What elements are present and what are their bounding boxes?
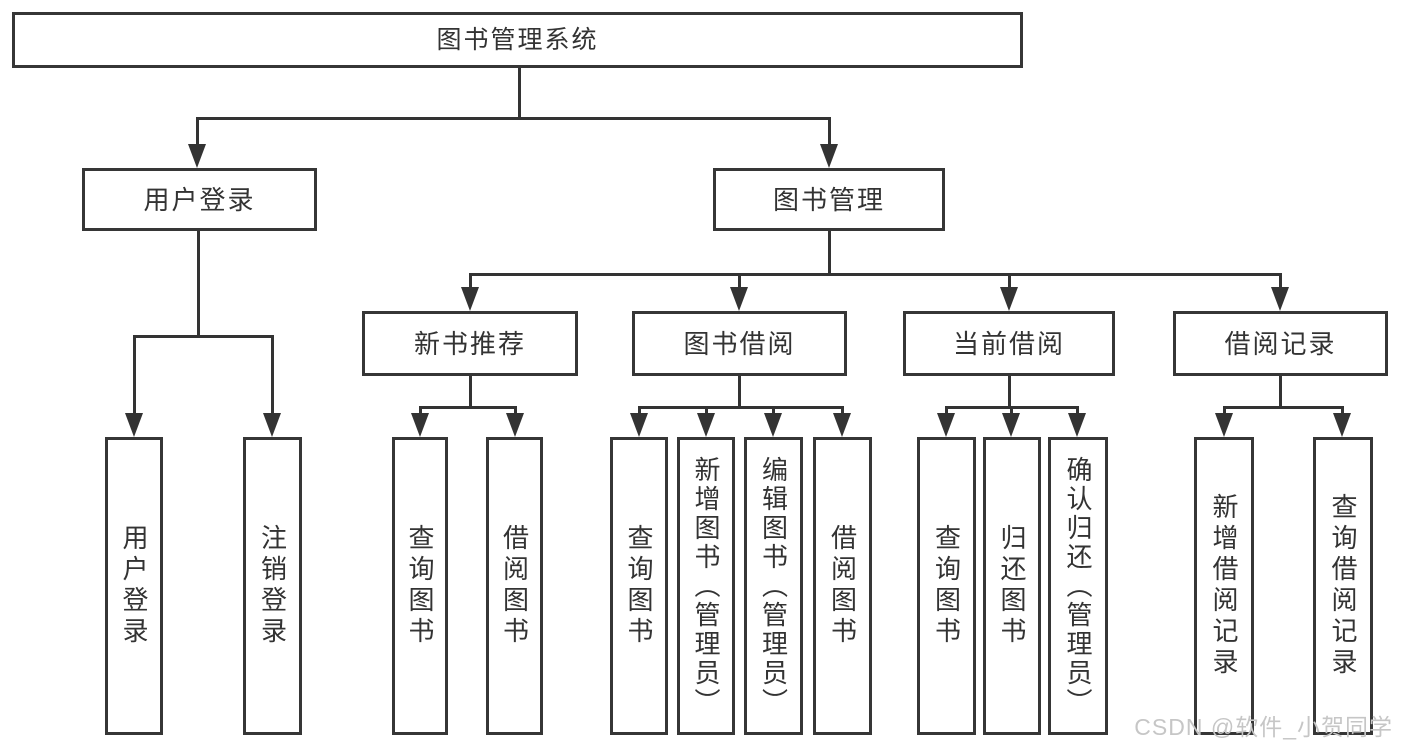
connector-line xyxy=(1279,273,1282,293)
connector-line xyxy=(1223,406,1344,409)
connector-line xyxy=(828,117,831,149)
connector-line xyxy=(738,273,741,293)
arrow-head xyxy=(937,413,955,437)
connector-line xyxy=(197,231,200,337)
arrow-head xyxy=(1215,413,1233,437)
node-leaf-borrow-books: 借阅图书 xyxy=(813,437,872,735)
arrow-head xyxy=(1000,287,1018,311)
node-leaf-add-borrow-record: 新增借阅记录 xyxy=(1194,437,1254,735)
node-leaf-user-login: 用户登录 xyxy=(105,437,163,735)
connector-line xyxy=(133,335,136,417)
arrow-head xyxy=(263,413,281,437)
arrow-head xyxy=(125,413,143,437)
node-borrow-records: 借阅记录 xyxy=(1173,311,1388,376)
node-leaf-return-books: 归还图书 xyxy=(983,437,1041,735)
connector-line xyxy=(1008,376,1011,408)
connector-line xyxy=(196,117,199,149)
connector-line xyxy=(469,273,472,293)
arrow-head xyxy=(1271,287,1289,311)
node-leaf-edit-book-admin: 编辑图书（管理员） xyxy=(744,437,803,735)
arrow-head xyxy=(1333,413,1351,437)
node-leaf-add-book-admin: 新增图书（管理员） xyxy=(677,437,735,735)
arrow-head xyxy=(730,287,748,311)
connector-line xyxy=(469,376,472,408)
connector-line xyxy=(469,273,1281,276)
connector-line xyxy=(518,68,521,118)
node-leaf-query-borrow-record: 查询借阅记录 xyxy=(1313,437,1373,735)
arrow-head xyxy=(1068,413,1086,437)
node-leaf-confirm-return-admin: 确认归还（管理员） xyxy=(1048,437,1108,735)
connector-line xyxy=(1008,273,1011,293)
connector-line xyxy=(828,231,831,275)
connector-line xyxy=(271,335,274,417)
connector-line xyxy=(738,376,741,408)
connector-line xyxy=(133,335,274,338)
arrow-head xyxy=(697,413,715,437)
node-leaf-logout: 注销登录 xyxy=(243,437,302,735)
csdn-watermark: CSDN @软件_小贺同学 xyxy=(1134,714,1393,740)
node-leaf-borrow-books-recommend: 借阅图书 xyxy=(486,437,543,735)
arrow-head xyxy=(506,413,524,437)
arrow-head xyxy=(411,413,429,437)
node-current-borrow: 当前借阅 xyxy=(903,311,1115,376)
node-book-management: 图书管理 xyxy=(713,168,945,231)
node-new-book-recommend: 新书推荐 xyxy=(362,311,578,376)
connector-line xyxy=(638,406,844,409)
arrow-head xyxy=(1002,413,1020,437)
arrow-head xyxy=(188,144,206,168)
arrow-head xyxy=(833,413,851,437)
node-leaf-query-books-recommend: 查询图书 xyxy=(392,437,448,735)
arrow-head xyxy=(764,413,782,437)
arrow-head xyxy=(630,413,648,437)
arrow-head xyxy=(820,144,838,168)
node-leaf-query-books-current: 查询图书 xyxy=(917,437,976,735)
connector-line xyxy=(196,117,831,120)
arrow-head xyxy=(461,287,479,311)
node-user-login: 用户登录 xyxy=(82,168,317,231)
node-book-borrow: 图书借阅 xyxy=(632,311,847,376)
node-leaf-query-books-borrow: 查询图书 xyxy=(610,437,668,735)
connector-line xyxy=(419,406,517,409)
connector-line xyxy=(1279,376,1282,408)
node-root: 图书管理系统 xyxy=(12,12,1023,68)
